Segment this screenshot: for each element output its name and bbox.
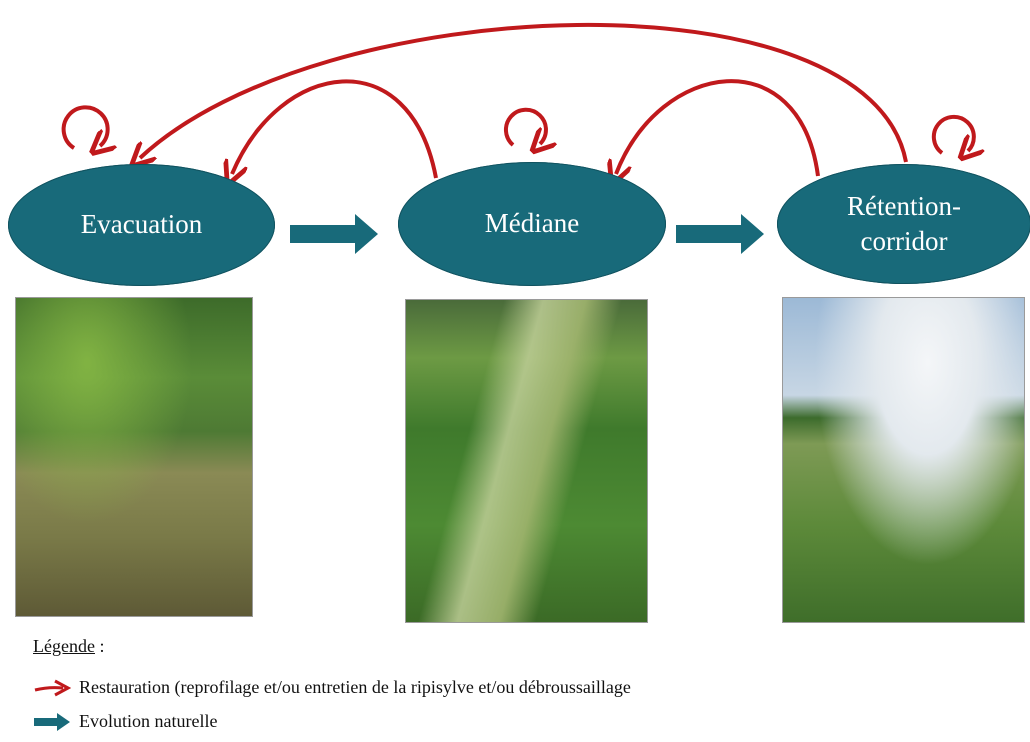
self-loop-evacuation (61, 105, 108, 148)
node-evacuation: Evacuation (8, 164, 275, 286)
legend-title-text: Légende (33, 636, 95, 656)
arrow-retention-to-evacuation (140, 23, 908, 162)
self-loop-retention (931, 114, 974, 153)
legend-title: Légende : (33, 636, 104, 657)
photo-retention-ditch (782, 297, 1025, 623)
legend-item-restoration: Restauration (reprofilage et/ou entretie… (33, 677, 631, 698)
node-retention-corridor: Rétention- corridor (777, 164, 1030, 284)
evolution-arrow-1 (290, 214, 378, 254)
teal-block-arrow-icon (34, 712, 70, 731)
self-loop-mediane (503, 107, 546, 145)
legend-natural-label: Evolution naturelle (79, 711, 218, 731)
arrow-mediane-to-evacuation (232, 79, 438, 178)
legend-restoration-label: Restauration (reprofilage et/ou entretie… (79, 677, 631, 697)
node-evacuation-label: Evacuation (80, 209, 203, 240)
node-retention-label: Rétention- corridor (847, 190, 961, 256)
arrow-retention-to-mediane (616, 79, 820, 176)
node-mediane: Médiane (398, 162, 666, 286)
legend-title-colon: : (94, 636, 105, 656)
photo-evacuation-ditch (15, 297, 253, 617)
legend-item-natural: Evolution naturelle (33, 711, 217, 732)
photo-mediane-ditch (405, 299, 648, 623)
red-curved-arrow-icon (34, 679, 71, 696)
node-mediane-label: Médiane (484, 208, 580, 239)
evolution-arrow-2 (676, 214, 764, 254)
